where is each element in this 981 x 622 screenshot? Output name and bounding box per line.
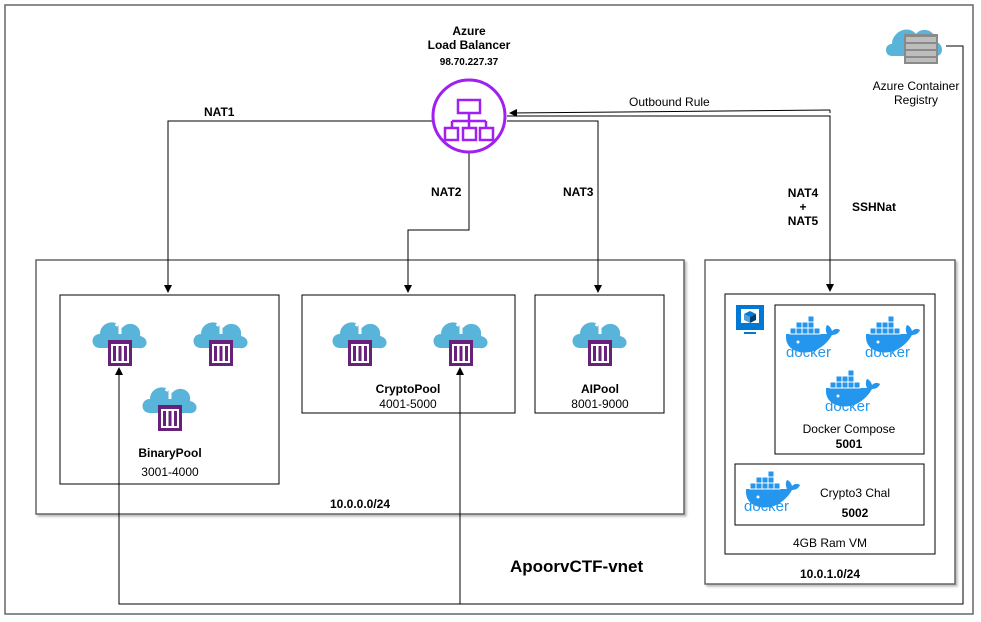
nat3-label: NAT3 [563,185,594,199]
ai-pool-name: AIPool [581,382,619,396]
binary-pool-name: BinaryPool [138,446,202,460]
crypto-pool-range: 4001-5000 [379,397,437,411]
docker-wordmark-2: docker [865,344,911,361]
nat45-label-line1: NAT4 [787,186,819,200]
sshnat-label: SSHNat [852,200,897,214]
crypto-pool-name: CryptoPool [375,382,441,396]
registry-label-line1: Azure Container [872,79,960,93]
vnet-frame [4,4,974,615]
vnet-label: ApoorvCTF-vnet [510,557,644,576]
registry-label-line2: Registry [893,93,938,107]
ai-pool-range: 8001-9000 [571,397,629,411]
nat45-label-line2: + [799,200,807,214]
docker-compose-label: Docker Compose [802,422,896,436]
docker-wordmark-1: docker [786,344,832,361]
subnet1-cidr: 10.0.0.0/24 [329,497,391,511]
nat3-connector [507,120,602,293]
lb-title-line2: Load Balancer [427,38,511,52]
nat2-label: NAT2 [431,185,462,199]
docker-wordmark-4: docker [744,498,790,515]
crypto3-chal-label: Crypto3 Chal [819,486,891,500]
nat1-connector [164,120,432,293]
azure-container-registry-icon[interactable] [886,29,942,64]
virtual-machine-icon[interactable] [736,305,764,334]
hierarchy-network-icon[interactable] [431,78,507,154]
crypto3-chal-port: 5002 [841,506,869,520]
crypto-pool-box [301,294,516,414]
lb-ip: 98.70.227.37 [439,57,499,68]
nat1-label: NAT1 [204,105,235,119]
lb-title-line1: Azure [452,24,486,38]
registry-link-binary [115,45,964,605]
docker-wordmark-3: docker [825,398,871,415]
vm-label: 4GB Ram VM [792,536,867,550]
nat2-connector [404,146,470,293]
subnet2-cidr: 10.0.1.0/24 [799,567,861,581]
docker-compose-port: 5001 [835,437,863,451]
nat45-label-line3: NAT5 [787,214,819,228]
nat45-connector [507,115,834,292]
outbound-rule-label: Outbound Rule [629,95,710,109]
outbound-rule-connector [509,108,831,117]
binary-pool-range: 3001-4000 [141,465,199,479]
